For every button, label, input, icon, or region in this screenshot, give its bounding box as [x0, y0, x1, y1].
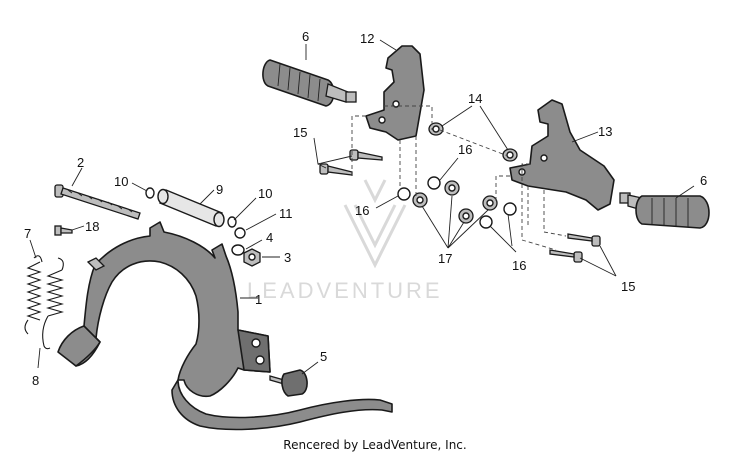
part-13-footpeg-bracket-right — [509, 99, 615, 211]
part-17-bushing — [444, 180, 460, 196]
callout-14: 14 — [468, 91, 482, 106]
watermark-text: LEADVENTURE — [247, 278, 443, 303]
part-6-footpeg-left — [262, 59, 357, 107]
callout-3: 3 — [284, 250, 291, 265]
part-7-spring — [24, 255, 43, 335]
part-16-washer — [427, 176, 441, 190]
part-18-small-bolt — [54, 225, 73, 236]
part-11-washer — [234, 227, 246, 239]
part-10-washer-left — [145, 187, 155, 199]
callout-8: 8 — [32, 373, 39, 388]
leadventure-watermark-logo — [343, 179, 407, 269]
callout-16-left: 16 — [355, 203, 369, 218]
callout-6-right: 6 — [700, 173, 707, 188]
callout-10-left: 10 — [114, 174, 128, 189]
part-5-rubber-stop — [269, 369, 308, 397]
part-16-washer — [503, 202, 517, 216]
part-16-washer — [479, 215, 493, 229]
footer-credit: Rencered by LeadVenture, Inc. — [283, 438, 467, 452]
part-9-bushing-tube — [157, 188, 225, 228]
assembly-guide-lines — [351, 105, 567, 251]
callout-16-top: 16 — [458, 142, 472, 157]
callout-10-right: 10 — [258, 186, 272, 201]
callout-17: 17 — [438, 251, 452, 266]
part-16-washer — [397, 187, 411, 201]
part-3-nut — [243, 248, 261, 267]
callout-2: 2 — [77, 155, 84, 170]
callout-6-left: 6 — [302, 29, 309, 44]
part-17-bushing — [482, 195, 498, 211]
part-1-center-stand — [57, 221, 393, 431]
part-17-bushing — [458, 208, 474, 224]
part-1-stand-pin — [86, 257, 106, 271]
part-15-bolt-upper-left — [349, 149, 383, 161]
callout-15-right: 15 — [621, 279, 635, 294]
part-2-long-bolt — [54, 184, 141, 220]
part-4-washer — [231, 244, 245, 256]
callout-9: 9 — [216, 182, 223, 197]
part-15-bolt-upper-right — [567, 233, 601, 247]
part-14-spacer-left — [428, 122, 444, 136]
callout-1: 1 — [255, 292, 262, 307]
callout-15-left: 15 — [293, 125, 307, 140]
callout-13: 13 — [598, 124, 612, 139]
part-8-spring — [42, 257, 65, 350]
callout-4: 4 — [266, 230, 273, 245]
part-6-footpeg-right — [619, 192, 710, 229]
part-17-bushing — [412, 192, 428, 208]
callout-11: 11 — [279, 206, 293, 221]
part-15-bolt-lower-right — [549, 249, 583, 263]
callout-18: 18 — [85, 219, 99, 234]
callout-leaders — [29, 39, 695, 375]
part-14-spacer-right — [502, 148, 518, 162]
callout-5: 5 — [320, 349, 327, 364]
callout-7: 7 — [24, 226, 31, 241]
part-10-washer-right — [227, 216, 237, 228]
part-15-bolt-lower-left — [319, 163, 353, 176]
callout-12: 12 — [360, 31, 374, 46]
callout-16-bottom: 16 — [512, 258, 526, 273]
part-12-footpeg-bracket-left — [365, 45, 425, 141]
